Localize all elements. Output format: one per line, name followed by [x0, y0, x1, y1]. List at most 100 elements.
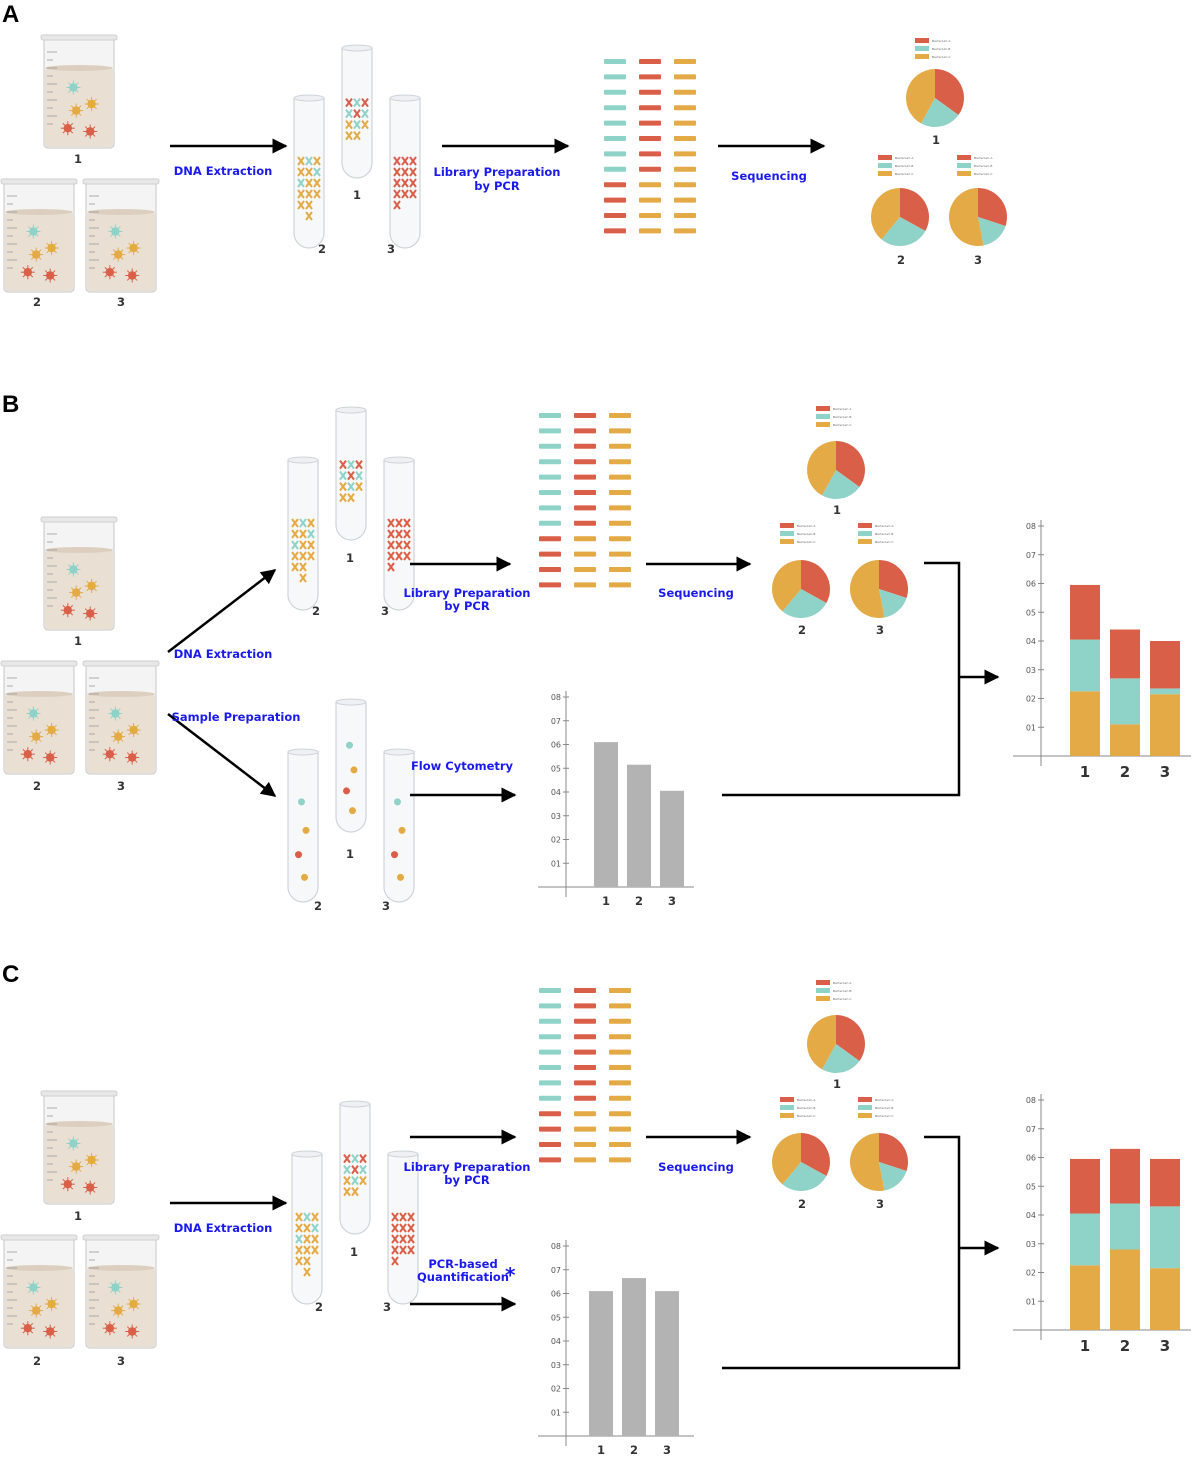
y-tick-label: 01 [1026, 723, 1036, 732]
legend-label: Bacterium B [974, 164, 992, 168]
x-tick-label: 2 [635, 894, 643, 908]
sequence-read [604, 166, 626, 172]
tube-glass [287, 751, 319, 903]
sequence-read [539, 474, 561, 480]
pie-slice [879, 589, 907, 618]
sequence-read [609, 551, 631, 557]
dna-icon [303, 1267, 311, 1277]
sequence-read [539, 1018, 561, 1024]
legend-label: Bacterium C [895, 172, 914, 176]
sequence-read [639, 197, 661, 203]
microbe-icon [87, 1155, 96, 1165]
sample-label: 2 [318, 242, 326, 256]
sequence-read [609, 459, 631, 465]
panel-c: 1 2 3 DNA Extraction 1 2 3 Library Prepa… [0, 980, 1191, 1457]
beaker-liquid-surface [87, 209, 155, 215]
legend-label: Bacterium B [875, 1106, 893, 1110]
microbe-icon [111, 709, 120, 718]
y-tick-label: 06 [1026, 1154, 1036, 1163]
dna-icon [407, 1245, 415, 1255]
dna-icon [401, 156, 409, 166]
sequence-read [539, 567, 561, 572]
dna-icon [291, 540, 299, 550]
legend-swatch [957, 163, 971, 168]
tube-rim [389, 94, 421, 102]
beaker [0, 178, 78, 293]
legend-label: Bacterium C [833, 997, 852, 1001]
dna-icon [393, 167, 401, 177]
x-tick-label: 1 [602, 894, 610, 908]
dna-icon [339, 482, 347, 492]
step-label-library-prep: by PCR [444, 599, 490, 613]
legend-swatch [858, 531, 872, 536]
bar-segment [1150, 1158, 1180, 1207]
step-label-library-prep: Library Preparation [404, 1160, 531, 1174]
dna-icon [391, 1234, 399, 1244]
step-label-dna-extraction: DNA Extraction [174, 1221, 273, 1235]
beaker-group [0, 1090, 160, 1349]
sequence-read [539, 1095, 561, 1101]
sequence-read [539, 1003, 561, 1009]
tube-rim [293, 94, 325, 102]
asterisk-mark: * [505, 1263, 516, 1287]
dna-icon [295, 1234, 303, 1244]
pie-sample-label: 1 [932, 133, 940, 147]
bar [627, 764, 651, 887]
sequence-read [539, 582, 561, 588]
beaker [82, 660, 160, 775]
legend-swatch [858, 1113, 872, 1118]
microbe-icon [105, 268, 115, 277]
sequence-read [609, 428, 631, 434]
dna-icon [305, 200, 313, 210]
legend-swatch [816, 980, 830, 985]
bar [660, 790, 684, 887]
dna-icon [401, 189, 409, 199]
dna-icon [305, 211, 313, 221]
sequence-read [639, 120, 661, 126]
microbe-icon [86, 127, 95, 136]
microbe-icon [129, 1299, 138, 1309]
dna-icon [353, 120, 361, 130]
sample-label: 1 [346, 551, 354, 565]
pie-slice [849, 560, 885, 618]
y-tick-label: 01 [1026, 1297, 1036, 1306]
step-label-pcr-quantification: PCR-based [428, 1257, 497, 1271]
sequence-read [574, 490, 596, 495]
pie-sample-label: 3 [876, 623, 884, 637]
sample-label: 3 [383, 1300, 391, 1314]
dna-icon [403, 518, 411, 528]
beaker-liquid-surface [87, 691, 155, 697]
dna-icon [387, 529, 395, 539]
dna-icon [387, 562, 395, 572]
legend-label: Bacterium B [797, 532, 815, 536]
beaker-liquid-surface [5, 691, 73, 697]
y-tick-label: 05 [551, 764, 561, 773]
sequence-read [574, 1111, 596, 1117]
dna-icon [307, 518, 315, 528]
dna-icon [395, 551, 403, 561]
beaker-group [0, 516, 160, 775]
microbe-icon [69, 565, 78, 574]
beaker-liquid-surface [45, 1121, 113, 1127]
sequence-read [639, 136, 661, 141]
legend-swatch [780, 539, 794, 544]
pie-slice [806, 441, 836, 496]
tube-rim [287, 748, 319, 756]
dna-icon [297, 200, 305, 210]
sequence-read [574, 474, 596, 480]
legend-swatch [780, 1105, 794, 1110]
dna-icon [353, 131, 361, 141]
legend-label: Bacterium A [895, 156, 914, 160]
sequence-read [539, 1142, 561, 1147]
sequence-read [604, 151, 626, 157]
cell-icon [346, 741, 353, 749]
sequence-read [674, 213, 696, 218]
dna-icon [305, 178, 313, 188]
dna-icon [359, 1154, 367, 1164]
sample-label: 3 [117, 295, 125, 309]
beaker-rim [40, 516, 118, 523]
dna-icon [387, 540, 395, 550]
flow-arrow [167, 569, 277, 653]
